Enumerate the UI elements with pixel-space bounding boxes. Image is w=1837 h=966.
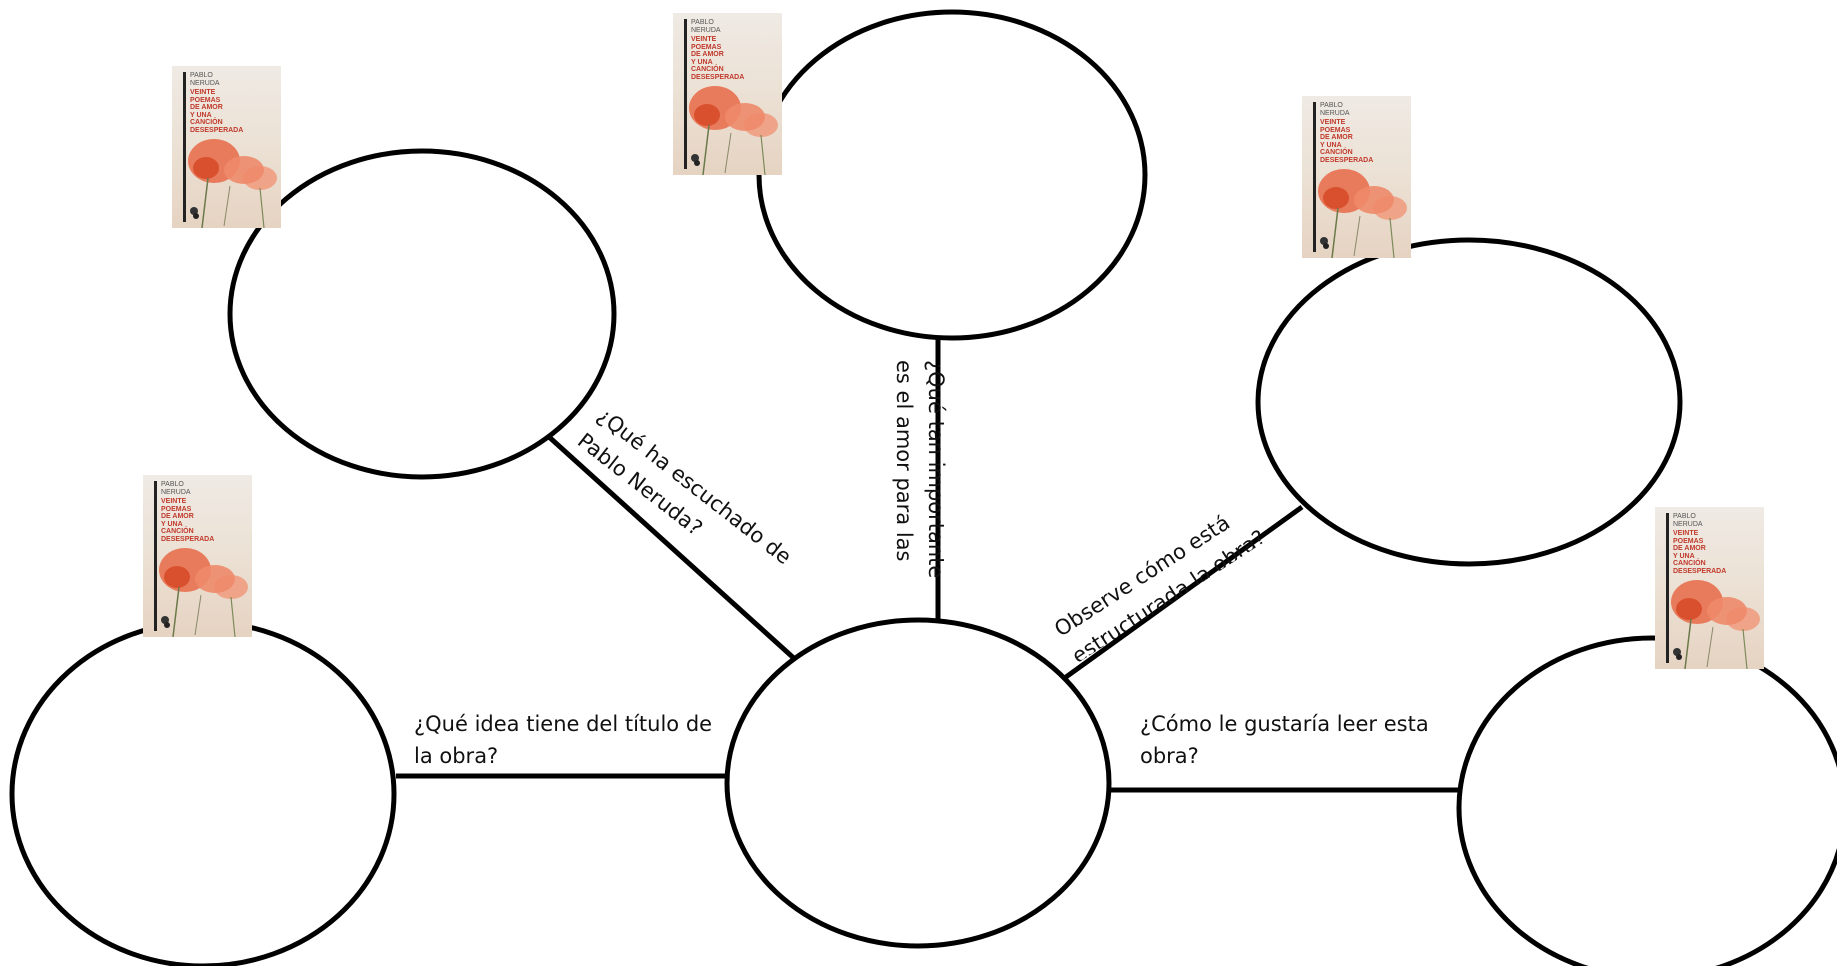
circle-right [1255,237,1683,567]
cover-author: PABLO NERUDA [161,481,191,496]
poppy-illustration [188,139,277,228]
question-love-line-2: es el amor para las [892,360,916,562]
connector-line-structure [1064,504,1304,680]
book-cover-image-5: PABLO NERUDA VEINTE POEMAS DE AMOR Y UNA… [1655,507,1764,669]
cover-author: PABLO NERUDA [691,19,721,34]
connector-line-neruda [546,434,799,663]
question-title-line-1: ¿Qué idea tiene del título de [414,712,713,736]
cover-author: PABLO NERUDA [1673,513,1703,528]
circle-bottom-right [1456,635,1837,966]
cover-bar [1313,102,1316,252]
cover-title: VEINTE POEMAS DE AMOR Y UNA CANCIÓN DESE… [161,498,215,543]
book-cover-image-3: PABLO NERUDA VEINTE POEMAS DE AMOR Y UNA… [1302,96,1411,258]
circle-center [724,617,1112,949]
circle-top-left [227,148,617,480]
book-cover-image-2: PABLO NERUDA VEINTE POEMAS DE AMOR Y UNA… [673,13,782,175]
question-read: ¿Cómo le gustaría leer esta obra? [1140,708,1429,764]
question-title: ¿Qué idea tiene del título de la obra? [414,708,712,764]
book-cover-image-4: PABLO NERUDA VEINTE POEMAS DE AMOR Y UNA… [143,475,252,637]
cover-title: VEINTE POEMAS DE AMOR Y UNA CANCIÓN DESE… [691,36,745,81]
cover-title: VEINTE POEMAS DE AMOR Y UNA CANCIÓN DESE… [190,89,244,134]
question-love-line-1: ¿Qué tan importante [924,360,948,579]
question-read-line-1: ¿Cómo le gustaría leer esta [1140,712,1429,736]
cover-title: VEINTE POEMAS DE AMOR Y UNA CANCIÓN DESE… [1673,530,1727,575]
cover-bar [154,481,157,631]
question-read-line-2: obra? [1140,744,1199,764]
cover-title: VEINTE POEMAS DE AMOR Y UNA CANCIÓN DESE… [1320,119,1374,164]
cover-bar [684,19,687,169]
poppy-illustration [159,548,248,637]
cover-author: PABLO NERUDA [1320,102,1350,117]
poppy-illustration [689,86,778,175]
circle-bottom-left [9,619,397,966]
poppy-illustration [1671,580,1760,669]
book-cover-image-1: PABLO NERUDA VEINTE POEMAS DE AMOR Y UNA… [172,66,281,228]
question-love: ¿Qué tan importante es el amor para las [888,360,952,578]
cover-bar [183,72,186,222]
circle-top-center [756,9,1148,341]
question-title-line-2: la obra? [414,744,499,764]
poppy-illustration [1318,169,1407,258]
cover-author: PABLO NERUDA [190,72,220,87]
cover-bar [1666,513,1669,663]
